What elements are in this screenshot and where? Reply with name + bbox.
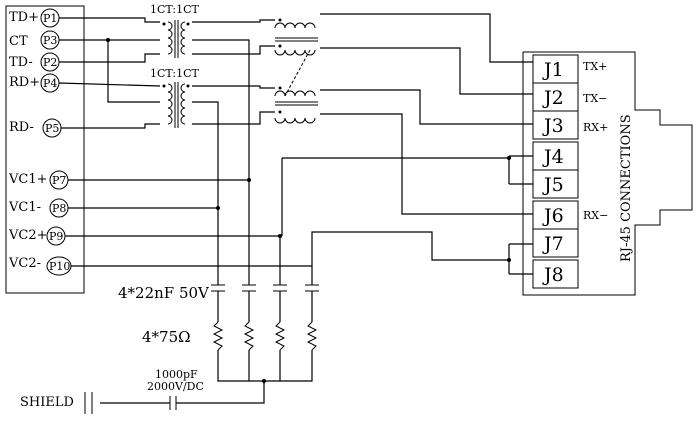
rj45-pin-j7: J7	[542, 233, 564, 255]
top-transformer-ratio: 1CT:1CT	[150, 3, 199, 16]
pin-signal-rd-plus: RD+	[9, 75, 40, 90]
rj45-pin-j4: J4	[542, 146, 564, 168]
rj45-signal-tx-plus: TX+	[583, 60, 607, 73]
wiring-middle	[192, 19, 509, 285]
shield-label: SHIELD	[20, 395, 74, 410]
rj45-outline	[522, 51, 693, 296]
capacitor-bank	[211, 284, 319, 322]
pin-signal-rd-minus: RD-	[9, 120, 34, 135]
capacitor-label: 4*22nF 50V	[118, 284, 210, 302]
rj45-pin-j2: J2	[542, 87, 564, 109]
pin-signal-ct: CT	[9, 34, 28, 49]
shield-cap-rating: 2000V/DC	[147, 380, 204, 393]
pin-signal-vc2-plus: VC2+	[8, 228, 48, 243]
rj45-pin-j5: J5	[542, 174, 564, 196]
pin-id-p8: P8	[52, 202, 66, 215]
bottom-common-mode-choke	[274, 86, 318, 124]
rj45-pin-j6: J6	[542, 205, 564, 227]
rj45-signal-tx-minus: TX−	[583, 92, 607, 105]
rj45-signal-rx-plus: RX+	[583, 121, 608, 134]
resistor-bank	[212, 321, 318, 383]
pin-id-p1: P1	[43, 12, 57, 25]
pin-signal-td-minus: TD-	[9, 55, 33, 70]
pin-signal-vc1-plus: VC1+	[8, 172, 48, 187]
shield-cap-value: 1000pF	[155, 368, 198, 381]
wiring-left	[58, 17, 312, 267]
pin-id-p10: P10	[49, 260, 70, 273]
top-common-mode-choke	[274, 18, 318, 56]
choke-link	[284, 49, 311, 97]
pin-id-p7: P7	[52, 174, 66, 187]
pin-id-p3: P3	[43, 34, 57, 47]
module-box	[5, 5, 85, 294]
pin-id-p2: P2	[43, 56, 57, 69]
pin-id-p4: P4	[43, 77, 57, 90]
pin-signal-vc2-minus: VC2-	[8, 256, 41, 271]
bottom-transformer-ratio: 1CT:1CT	[150, 67, 199, 80]
pin-signal-td-plus: TD+	[9, 10, 39, 25]
shield-circuit	[84, 381, 265, 414]
rj45-pin-j1: J1	[542, 59, 564, 81]
rj45-title: RJ-45 CONNECTIONS	[619, 114, 634, 262]
rj45-pin-boxes	[532, 54, 579, 289]
resistor-label: 4*75Ω	[142, 328, 191, 346]
rj45-pin-j3: J3	[542, 115, 564, 137]
rj45-signal-rx-minus: RX−	[583, 209, 608, 222]
top-transformer	[162, 20, 190, 58]
wiring-right	[281, 13, 533, 275]
pin-signal-vc1-minus: VC1-	[8, 200, 41, 215]
rj45-pin-j8: J8	[542, 264, 564, 286]
pin-id-p5: P5	[45, 122, 59, 135]
pin-id-p9: P9	[49, 230, 63, 243]
bottom-transformer	[162, 82, 190, 128]
